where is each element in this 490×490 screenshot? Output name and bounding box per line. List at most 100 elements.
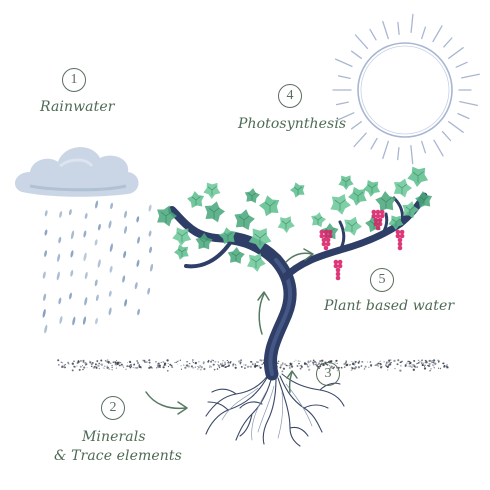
soil-dot xyxy=(438,360,440,362)
leaf xyxy=(187,191,205,208)
rain-drop xyxy=(44,324,48,334)
soil-dot xyxy=(254,363,256,365)
soil-dot xyxy=(85,363,88,365)
sun-ray xyxy=(397,147,400,161)
soil-dot xyxy=(408,362,411,365)
rain-drop xyxy=(84,213,88,219)
soil-dot xyxy=(129,363,133,367)
soil-dot xyxy=(413,359,416,362)
soil-dot xyxy=(160,361,162,363)
rain-drop xyxy=(94,239,98,246)
soil-dot xyxy=(387,364,390,366)
soil-line xyxy=(57,359,449,373)
soil-dot xyxy=(413,365,416,368)
grape-cluster xyxy=(319,229,333,251)
soil-dot xyxy=(148,367,150,369)
soil-dot xyxy=(164,364,167,367)
soil-dot xyxy=(210,366,212,368)
soil-dot xyxy=(155,360,157,363)
rain-drop xyxy=(44,250,48,257)
soil-dot xyxy=(127,362,128,364)
soil-dot xyxy=(167,370,169,372)
soil-dot xyxy=(419,361,421,363)
soil-dot xyxy=(307,361,310,364)
sun-ray xyxy=(397,21,400,35)
soil-dot xyxy=(424,366,426,368)
soil-dot xyxy=(119,361,122,364)
soil-dot xyxy=(366,361,369,363)
soil-dot xyxy=(232,363,235,365)
soil-dot xyxy=(207,360,210,363)
soil-dot xyxy=(217,364,220,367)
soil-dot xyxy=(308,366,310,368)
soil-dot xyxy=(102,367,104,369)
soil-dot xyxy=(232,364,234,366)
soil-dot xyxy=(312,363,315,366)
leaf xyxy=(172,227,192,246)
grape-cluster-icon xyxy=(319,209,405,281)
rain-drop xyxy=(83,230,87,238)
soil-dot xyxy=(191,361,194,363)
soil-dot xyxy=(312,361,314,363)
soil-dot xyxy=(82,359,85,363)
soil-dot xyxy=(246,365,250,369)
soil-dot xyxy=(111,366,113,369)
soil-dot xyxy=(443,365,446,368)
soil-dot xyxy=(190,365,193,368)
grape-cluster xyxy=(333,259,343,281)
soil-dot xyxy=(389,359,392,361)
rain-drop xyxy=(69,292,72,300)
soil-dot xyxy=(224,363,226,365)
soil-dot xyxy=(61,362,64,364)
rain-drop xyxy=(58,297,62,305)
soil-dot xyxy=(428,365,431,367)
soil-dot xyxy=(439,367,442,370)
soil-dot xyxy=(79,359,82,362)
soil-dot xyxy=(98,362,100,365)
rain-drop xyxy=(97,223,101,231)
soil-dot xyxy=(177,363,179,365)
leaf xyxy=(277,216,295,233)
soil-dot xyxy=(312,361,315,364)
leaf xyxy=(244,188,260,204)
soil-dot xyxy=(192,367,194,369)
leaf xyxy=(219,227,236,245)
soil-dot xyxy=(199,368,202,371)
soil-dot xyxy=(200,366,203,369)
soil-dot xyxy=(442,362,444,365)
soil-dot xyxy=(229,361,232,364)
soil-dot xyxy=(417,359,420,362)
soil-dot xyxy=(277,360,280,362)
soil-dot xyxy=(136,361,140,365)
soil-dot xyxy=(300,364,303,366)
step-4-number: 4 xyxy=(278,84,302,108)
soil-dot xyxy=(309,360,312,363)
soil-dot xyxy=(177,360,179,362)
arrow-icon xyxy=(145,248,314,415)
soil-dot xyxy=(136,360,139,362)
soil-dot xyxy=(186,363,189,366)
soil-dot xyxy=(226,365,229,368)
soil-dot xyxy=(434,360,436,362)
soil-dot xyxy=(357,361,360,364)
soil-dot xyxy=(220,362,222,365)
soil-dot xyxy=(416,366,419,368)
soil-dot xyxy=(84,361,87,365)
soil-dot xyxy=(306,364,308,366)
soil-dot xyxy=(97,364,100,367)
sun-ray xyxy=(337,75,351,80)
grape-cluster xyxy=(371,209,385,231)
soil-dot xyxy=(374,364,376,366)
soil-dot xyxy=(227,360,229,362)
soil-dot xyxy=(224,361,226,364)
soil-dot xyxy=(186,360,188,363)
soil-dot xyxy=(368,366,370,368)
soil-dot xyxy=(239,361,242,364)
sun-ray xyxy=(459,100,479,107)
soil-dot xyxy=(400,365,402,367)
grape-cluster xyxy=(395,229,405,251)
sun-ray xyxy=(350,121,362,130)
soil-dot xyxy=(217,361,219,363)
leaf xyxy=(338,175,354,190)
step-3-number: 3 xyxy=(316,362,340,386)
